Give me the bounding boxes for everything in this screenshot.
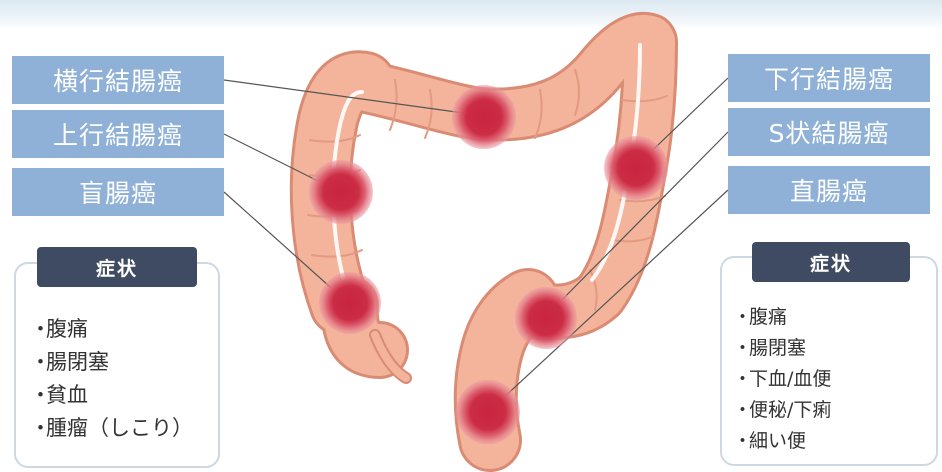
bullet: ・: [733, 333, 749, 360]
bullet: ・: [30, 346, 46, 376]
tumor-transverse: [452, 85, 516, 149]
symptom-item: 腫瘤（しこり）: [46, 412, 193, 442]
bullet: ・: [30, 313, 46, 343]
right-symptom-list: ・腹痛 ・腸閉塞 ・下血/血便 ・便秘/下痢 ・細い便: [733, 300, 831, 455]
label-text: S状結腸癌: [769, 114, 890, 150]
label-rectal-cancer: 直腸癌: [728, 166, 930, 214]
symptom-item: 腸閉塞: [749, 333, 806, 360]
label-text: 上行結腸癌: [53, 116, 183, 152]
list-item: ・便秘/下痢: [733, 393, 831, 424]
bullet: ・: [733, 364, 749, 391]
label-sigmoid-colon-cancer: S状結腸癌: [728, 108, 930, 156]
list-item: ・腹痛: [30, 311, 193, 344]
tumor-cecum: [319, 272, 381, 334]
label-text: 下行結腸癌: [764, 60, 894, 96]
label-text: 直腸癌: [790, 172, 868, 208]
label-cecum-cancer: 盲腸癌: [12, 168, 224, 216]
symptom-title-text: 症状: [810, 249, 852, 276]
bullet: ・: [30, 412, 46, 442]
right-symptom-title: 症状: [752, 242, 910, 282]
list-item: ・腸閉塞: [30, 344, 193, 377]
symptom-item: 貧血: [46, 379, 88, 409]
symptom-item: 腹痛: [46, 313, 88, 343]
symptom-item: 腸閉塞: [46, 346, 109, 376]
label-transverse-colon-cancer: 横行結腸癌: [12, 56, 224, 104]
tumor-rectum: [456, 380, 520, 444]
list-item: ・腹痛: [733, 300, 831, 331]
symptom-item: 腹痛: [749, 302, 787, 329]
bullet: ・: [733, 426, 749, 453]
tumor-ascending: [309, 160, 373, 224]
label-descending-colon-cancer: 下行結腸癌: [728, 54, 930, 102]
symptom-item: 下血/血便: [749, 364, 831, 391]
symptom-item: 細い便: [749, 426, 806, 453]
list-item: ・腫瘤（しこり）: [30, 410, 193, 443]
bullet: ・: [30, 379, 46, 409]
label-text: 盲腸癌: [79, 174, 157, 210]
tumor-descending: [604, 136, 668, 200]
label-ascending-colon-cancer: 上行結腸癌: [12, 110, 224, 158]
list-item: ・細い便: [733, 424, 831, 455]
label-text: 横行結腸癌: [53, 62, 183, 98]
symptom-item: 便秘/下痢: [749, 395, 831, 422]
left-symptom-title: 症状: [37, 247, 197, 287]
list-item: ・下血/血便: [733, 362, 831, 393]
list-item: ・貧血: [30, 377, 193, 410]
tumor-sigmoid: [515, 287, 577, 349]
left-symptom-list: ・腹痛 ・腸閉塞 ・貧血 ・腫瘤（しこり）: [30, 311, 193, 443]
list-item: ・腸閉塞: [733, 331, 831, 362]
symptom-title-text: 症状: [96, 254, 138, 281]
bullet: ・: [733, 302, 749, 329]
bullet: ・: [733, 395, 749, 422]
